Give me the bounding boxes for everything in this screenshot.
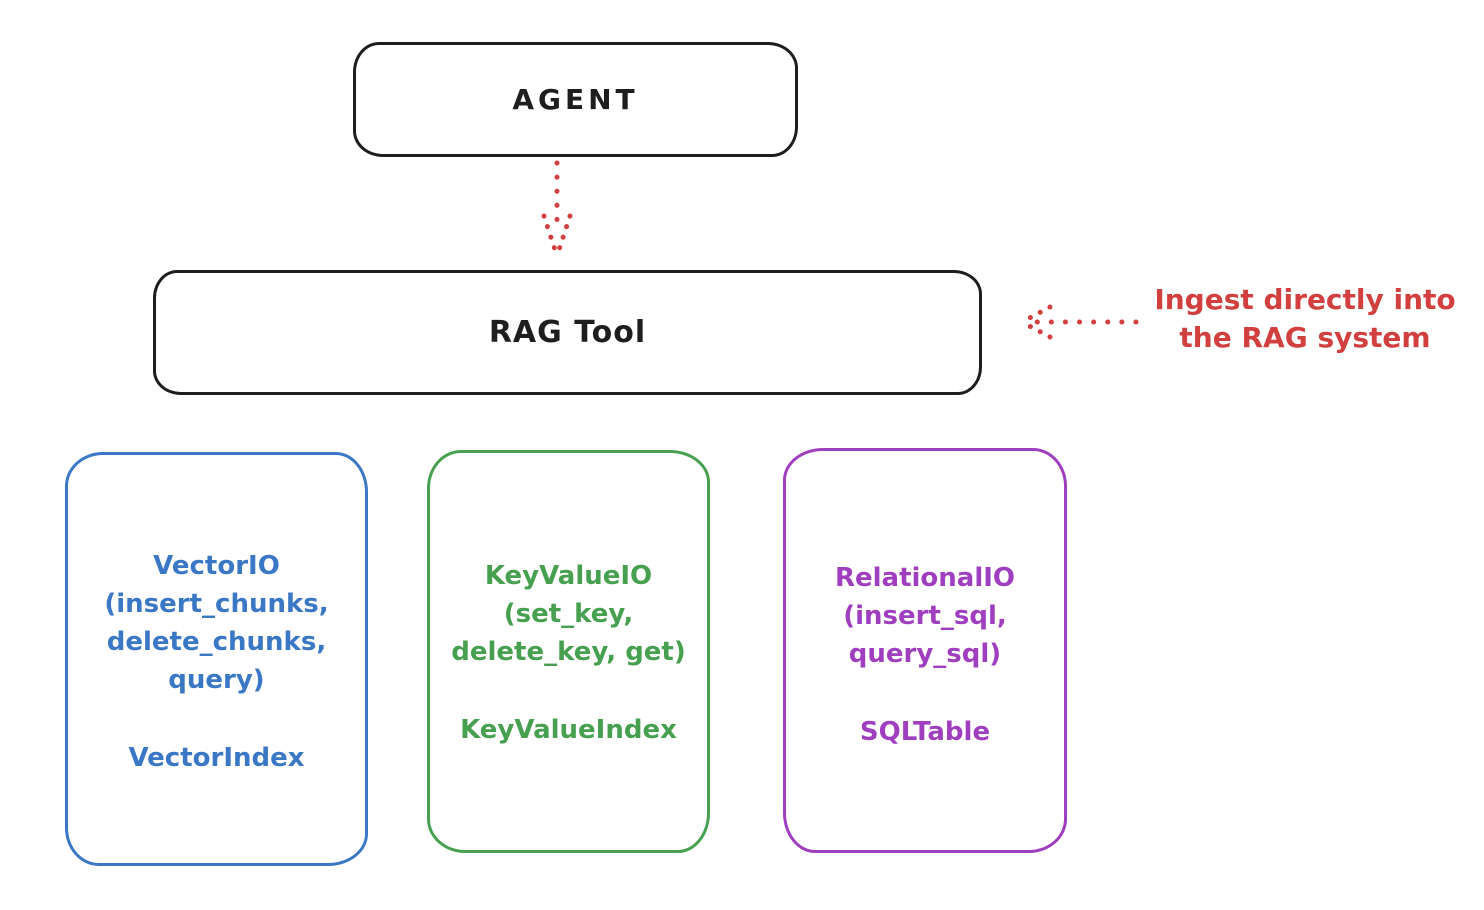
vector-index-label: VectorIndex xyxy=(128,743,305,773)
vector-io-text: VectorIO (insert_chunks, delete_chunks, … xyxy=(68,547,365,777)
io-box-line: delete_chunks, xyxy=(106,627,327,657)
rag-tool-label: RAG Tool xyxy=(488,315,647,350)
io-box-line: delete_key, get) xyxy=(451,637,686,667)
dotted-down-arrow-icon xyxy=(541,160,573,259)
io-box-line: RelationalIO xyxy=(834,563,1016,593)
io-box-line: (insert_chunks, xyxy=(104,589,329,619)
io-box-line: (set_key, xyxy=(503,599,634,629)
annotation-line: Ingest directly into xyxy=(1154,283,1456,316)
io-box-line: (insert_sql, xyxy=(843,601,1007,631)
rag-tool-box: RAG Tool xyxy=(153,270,982,395)
io-box-line: VectorIO xyxy=(153,551,280,581)
vector-io-box: VectorIO (insert_chunks, delete_chunks, … xyxy=(65,452,368,866)
relational-io-text: RelationalIO (insert_sql, query_sql) SQL… xyxy=(786,559,1064,751)
io-box-line: KeyValueIO xyxy=(484,561,653,591)
annotation-line: the RAG system xyxy=(1179,321,1431,354)
io-box-line: query) xyxy=(168,665,265,695)
agent-box: AGENT xyxy=(353,42,798,157)
keyvalue-io-text: KeyValueIO (set_key, delete_key, get) Ke… xyxy=(430,557,707,749)
keyvalue-io-box: KeyValueIO (set_key, delete_key, get) Ke… xyxy=(427,450,710,853)
io-box-line: query_sql) xyxy=(848,639,1002,669)
keyvalue-index-label: KeyValueIndex xyxy=(460,715,677,745)
agent-label: AGENT xyxy=(512,83,639,116)
relational-io-box: RelationalIO (insert_sql, query_sql) SQL… xyxy=(783,448,1067,853)
sql-table-label: SQLTable xyxy=(859,717,991,747)
dotted-left-arrow-icon xyxy=(1019,304,1139,340)
annotation-text: Ingest directly into the RAG system xyxy=(1135,281,1475,357)
